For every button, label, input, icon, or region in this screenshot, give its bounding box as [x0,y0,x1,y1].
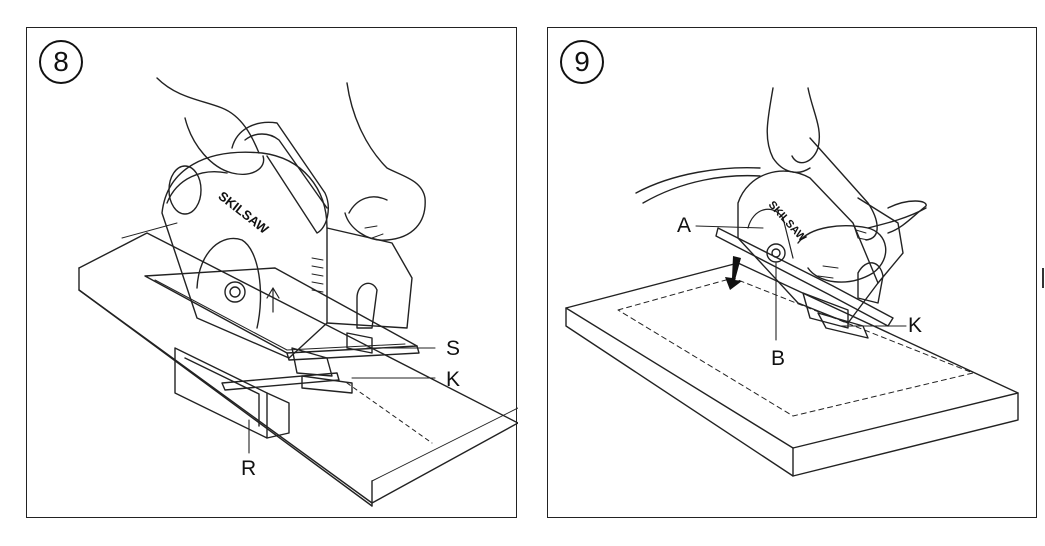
saw-housing [161,151,413,394]
plunge-cut-outline [617,277,974,417]
workpiece-board [78,222,518,507]
rip-fence [174,347,340,439]
callout-r: R [241,457,257,480]
figure-9-illustration: SKILSAW [565,87,1019,477]
power-cord [635,166,761,194]
figure-8-panel: SKILSAW 8 S K R [26,27,518,518]
figure-8-illustration: SKILSAW [78,77,518,507]
brand-logo: SKILSAW [766,199,809,245]
saw-handle [231,121,329,234]
operator-hands [156,77,426,241]
callout-b: B [771,347,786,370]
callout-k: K [446,368,461,391]
saw-body [715,170,904,339]
workpiece-board [565,262,1019,477]
step-number-9: 9 [560,40,604,84]
figure-9-panel: SKILSAW 9 A B K [547,27,1037,518]
leader-a [695,225,764,229]
page-edge-mark [1042,268,1044,288]
brand-logo: SKILSAW [216,188,272,237]
cut-line [346,382,433,444]
saw-base-plate [144,267,420,361]
step-number-8: 8 [39,40,83,84]
callout-a: A [677,214,692,237]
downward-arrow-icon [725,256,742,290]
callout-s: S [446,337,461,360]
operator-hands [766,87,927,283]
callout-k: K [908,314,923,337]
